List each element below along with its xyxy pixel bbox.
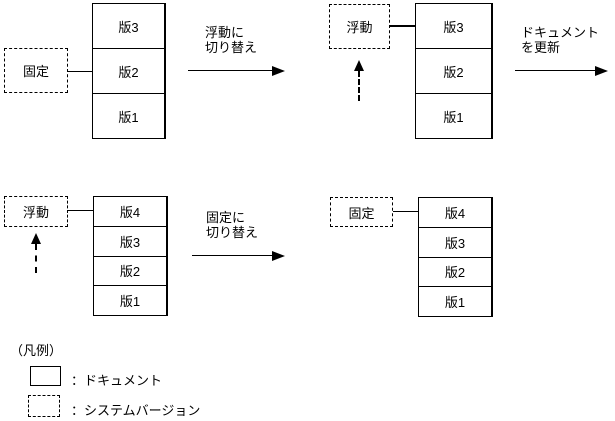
version-label: 版1 (443, 109, 464, 125)
arrow-label-switch-to-floating: 浮動に 切り替え (205, 25, 258, 55)
version-label: 版2 (444, 265, 466, 281)
system-version-box-fixed-2: 固定 (330, 197, 393, 227)
arrow-right-icon (272, 251, 285, 261)
arrow-shaft (188, 70, 273, 71)
version-label: 版4 (444, 205, 466, 221)
connector-line (68, 71, 92, 72)
arrow-label-update-document: ドキュメント を更新 (521, 25, 600, 55)
system-version-label: 浮動 (22, 205, 49, 220)
document-version-cell: 版2 (416, 49, 491, 94)
system-version-label: 固定 (22, 64, 49, 79)
version-label: 版2 (119, 264, 141, 280)
document-stack-2: 版3 版2 版1 (415, 3, 493, 139)
document-version-cell: 版1 (94, 286, 166, 315)
connector-line (68, 210, 93, 211)
system-version-box-floating-1: 浮動 (329, 4, 390, 49)
version-label: 版1 (118, 109, 139, 125)
document-stack-4: 版4 版3 版2 版1 (418, 197, 493, 317)
legend-label-system-version: ：システムバージョン (71, 403, 201, 418)
legend-swatch-system-version (28, 395, 60, 417)
arrow-right-icon (595, 66, 608, 76)
document-version-cell: 版1 (419, 287, 491, 316)
document-version-cell: 版3 (93, 4, 164, 49)
version-label: 版4 (119, 204, 141, 220)
version-label: 版1 (444, 295, 466, 311)
document-version-cell: 版2 (93, 49, 164, 94)
dashed-arrow-shaft (358, 71, 360, 101)
version-label: 版2 (443, 64, 464, 80)
arrow-right-icon (272, 66, 285, 76)
document-version-cell: 版3 (416, 4, 491, 49)
arrow-shaft (192, 255, 273, 256)
arrow-shaft (515, 70, 596, 71)
arrow-label-switch-to-fixed: 固定に 切り替え (206, 210, 259, 240)
arrow-up-icon (31, 233, 41, 244)
version-label: 版3 (443, 19, 464, 35)
legend-swatch-document (30, 366, 61, 386)
legend-title: （凡例） (10, 343, 63, 358)
system-version-label: 浮動 (346, 20, 373, 35)
version-label: 版3 (118, 19, 139, 35)
system-version-box-floating-2: 浮動 (4, 196, 68, 227)
document-stack-1: 版3 版2 版1 (92, 3, 166, 139)
connector-line (393, 211, 418, 212)
version-label: 版2 (118, 64, 139, 80)
system-version-box-fixed-1: 固定 (4, 48, 68, 93)
document-version-cell: 版3 (419, 228, 491, 258)
connector-line (390, 25, 415, 27)
document-version-cell: 版3 (94, 227, 166, 257)
version-label: 版3 (119, 234, 141, 250)
document-version-cell: 版2 (94, 257, 166, 287)
document-version-cell: 版4 (419, 198, 491, 228)
version-label: 版1 (119, 294, 141, 310)
document-version-cell: 版1 (416, 94, 491, 138)
document-version-cell: 版1 (93, 94, 164, 138)
system-version-label: 固定 (348, 205, 375, 221)
document-version-cell: 版4 (94, 197, 166, 227)
document-stack-3: 版4 版3 版2 版1 (93, 196, 168, 316)
version-label: 版3 (444, 235, 466, 251)
dashed-arrow-shaft (35, 244, 37, 273)
document-version-cell: 版2 (419, 258, 491, 288)
legend-label-document: ：ドキュメント (71, 373, 163, 388)
arrow-up-icon (354, 60, 364, 71)
